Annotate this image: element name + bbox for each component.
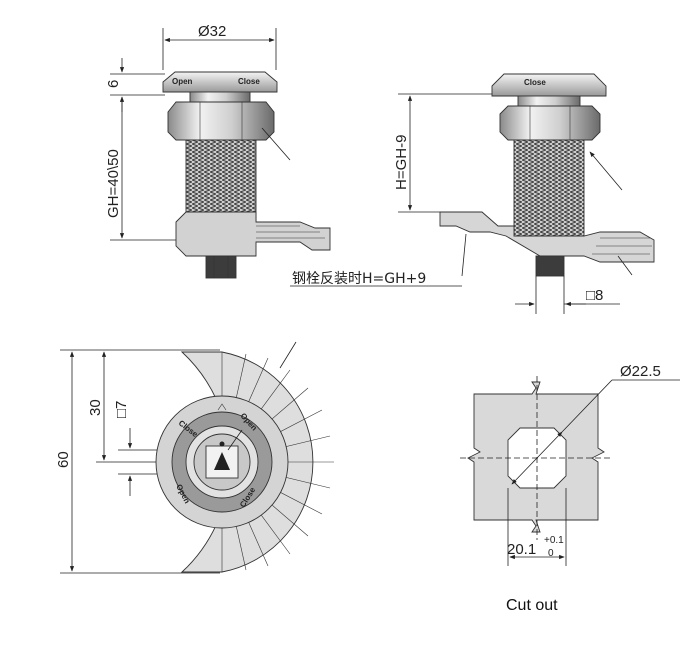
head-collar: [189, 91, 251, 103]
engraving-open: Open: [172, 77, 193, 86]
cam-hatch: [592, 237, 652, 255]
tolerance-lower: 0: [548, 548, 554, 559]
cutout-caption: Cut out: [506, 597, 558, 614]
note-leader: [461, 233, 467, 277]
threaded-body: [513, 139, 585, 237]
dim-diameter-32: Ø32: [198, 23, 226, 40]
lock-head: [491, 73, 607, 97]
dim-square-8: □8: [586, 287, 603, 304]
leader-line: [589, 151, 623, 191]
dim-line-diameter: [511, 431, 563, 485]
leader-line: [617, 255, 633, 276]
dim-square-7: □7: [113, 401, 130, 418]
side-view-left: Ø32 6 GH=40\50 Open Close: [105, 23, 331, 279]
index-dot-icon: [219, 441, 225, 447]
engraving-arrow-text: Close: [524, 78, 546, 87]
threaded-body: [185, 139, 257, 223]
leader-line: [261, 127, 291, 161]
dim-overall-60: 60: [55, 451, 72, 468]
cutout-view: Ø22.5 20.1 +0.1 0 Cut out: [460, 363, 680, 614]
dim-grip: GH=40\50: [105, 149, 122, 218]
caret-up-icon: [217, 403, 227, 411]
leader-line: [227, 429, 243, 451]
leader-line: [279, 341, 297, 369]
tolerance-upper: +0.1: [544, 535, 564, 546]
dim-cutout-diameter: Ø22.5: [620, 363, 661, 380]
side-view-right: H=GH-9 Close □8 钢栓反装时H=GH+9: [290, 73, 655, 314]
front-view: 60 30 □7: [55, 341, 334, 574]
end-nut: [205, 255, 237, 279]
dim-head-6: 6: [105, 80, 122, 88]
cam-hatch: [256, 225, 325, 239]
cam-reversed: [439, 211, 655, 263]
leader-line: [561, 379, 613, 433]
note-reversed-install: 钢栓反装时H=GH+9: [292, 271, 426, 287]
dim-height: H=GH-9: [393, 135, 410, 190]
hex-nut: [167, 101, 275, 141]
head-collar: [517, 95, 581, 107]
end-nut: [535, 255, 565, 277]
direction-triangle-icon: [214, 452, 230, 470]
dim-half-30: 30: [87, 399, 104, 416]
lock-head: [162, 71, 278, 93]
engraving-close: Close: [238, 77, 260, 86]
square-key-slot: [205, 445, 239, 479]
hex-nut: [499, 105, 601, 141]
dim-width-20-1: 20.1: [507, 541, 536, 558]
cam-base: [175, 211, 331, 257]
